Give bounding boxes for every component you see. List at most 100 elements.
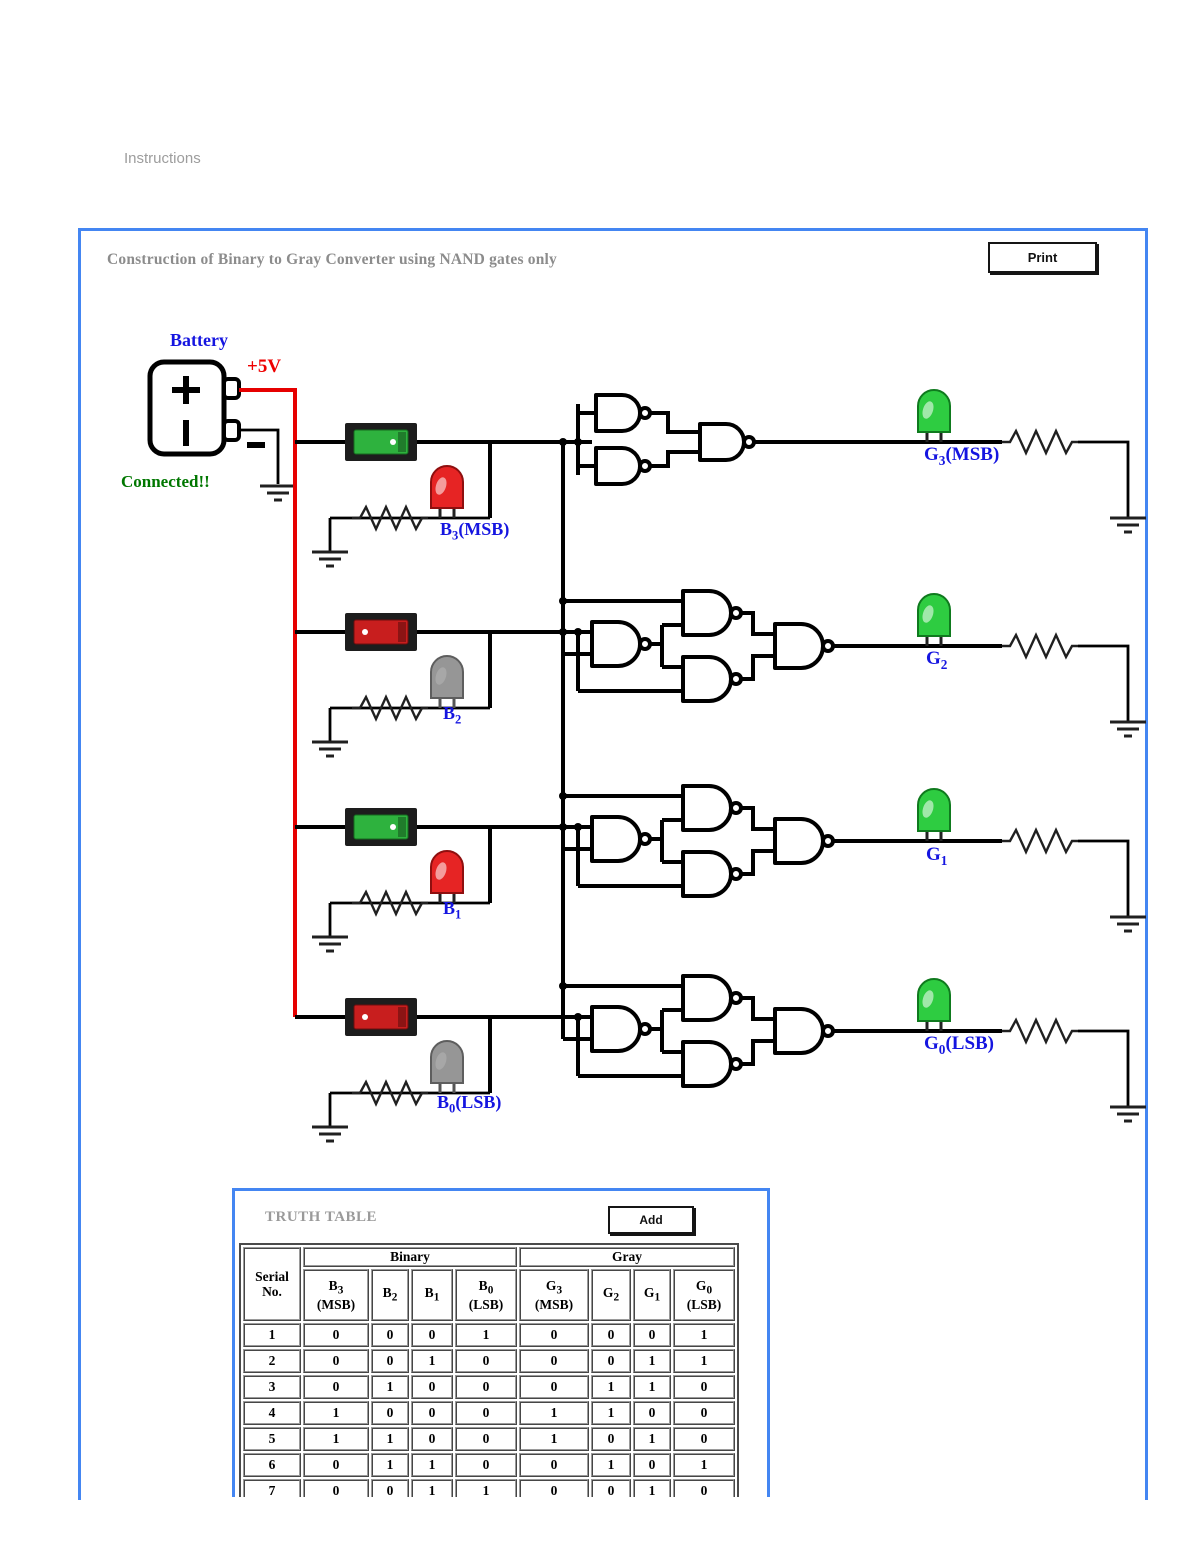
table-cell: 1	[633, 1375, 671, 1399]
power-bus-wire	[239, 388, 297, 1017]
nand-network-g3	[574, 393, 1002, 486]
nand-gate-icon	[594, 393, 652, 433]
nand-network-g2	[559, 438, 1002, 703]
nand-gate-icon	[681, 655, 743, 703]
table-cell: 0	[455, 1453, 517, 1477]
table-cell: 1	[411, 1479, 453, 1497]
label-b3: B3(MSB)	[440, 519, 510, 543]
col-header-g1: G1	[633, 1269, 671, 1321]
col-header-g3: G3(MSB)	[519, 1269, 589, 1321]
table-cell: 1	[591, 1375, 631, 1399]
table-cell: 1	[455, 1479, 517, 1497]
switch-b3[interactable]	[345, 423, 417, 461]
table-cell: 0	[303, 1453, 369, 1477]
nand-gate-icon	[773, 817, 835, 865]
table-cell: 0	[411, 1375, 453, 1399]
ground-icon	[1108, 720, 1148, 738]
table-cell: 1	[243, 1323, 301, 1347]
ground-icon	[310, 740, 350, 758]
table-cell: 4	[243, 1401, 301, 1425]
table-cell: 0	[411, 1323, 453, 1347]
add-button[interactable]: Add	[608, 1206, 694, 1234]
table-cell: 1	[519, 1427, 589, 1451]
led-b2	[430, 655, 464, 708]
nand-gate-icon	[773, 1007, 835, 1055]
table-cell: 1	[633, 1349, 671, 1373]
table-cell: 1	[519, 1401, 589, 1425]
label-g1: G1	[926, 844, 948, 868]
led-g1	[917, 788, 951, 841]
led-b1	[430, 850, 464, 903]
col-header-g2: G2	[591, 1269, 631, 1321]
nand-gate-icon	[681, 784, 743, 832]
table-cell: 1	[673, 1453, 735, 1477]
switch-b2[interactable]	[345, 613, 417, 651]
ground-icon	[1108, 516, 1148, 534]
table-cell: 0	[673, 1375, 735, 1399]
col-header-b2: B2	[371, 1269, 409, 1321]
table-cell: 1	[673, 1349, 735, 1373]
table-cell: 1	[303, 1401, 369, 1425]
table-cell: 0	[519, 1453, 589, 1477]
led-b0	[430, 1040, 464, 1093]
nand-gate-icon	[590, 620, 652, 668]
table-cell: 0	[303, 1349, 369, 1373]
nand-gate-icon	[698, 422, 756, 462]
table-cell: 1	[371, 1375, 409, 1399]
label-b1: B1	[443, 898, 462, 922]
table-cell: 0	[303, 1375, 369, 1399]
table-cell: 0	[673, 1401, 735, 1425]
table-cell: 0	[371, 1479, 409, 1497]
table-cell: 1	[411, 1453, 453, 1477]
print-button[interactable]: Print	[988, 242, 1097, 273]
col-group-binary: Binary	[303, 1247, 517, 1267]
resistor-icon	[1000, 429, 1080, 455]
resistor-icon	[1000, 1018, 1080, 1044]
table-cell: 0	[519, 1323, 589, 1347]
label-g2: G2	[926, 648, 948, 672]
table-cell: 0	[633, 1323, 671, 1347]
battery-status-label: Connected!!	[121, 472, 210, 491]
table-cell: 0	[519, 1349, 589, 1373]
table-cell: 0	[455, 1427, 517, 1451]
table-cell: 1	[371, 1453, 409, 1477]
nand-network-g0	[559, 823, 1002, 1088]
ground-icon	[310, 1125, 350, 1143]
resistor-icon	[1000, 633, 1080, 659]
switch-b0[interactable]	[345, 998, 417, 1036]
table-cell: 1	[673, 1323, 735, 1347]
table-cell: 0	[591, 1349, 631, 1373]
ground-icon	[1108, 915, 1148, 933]
nand-gate-icon	[681, 589, 743, 637]
table-cell: 0	[371, 1323, 409, 1347]
ground-icon	[310, 550, 350, 568]
table-cell: 0	[591, 1323, 631, 1347]
label-g3: G3(MSB)	[924, 444, 1000, 468]
switch-b1[interactable]	[345, 808, 417, 846]
nand-gate-icon	[590, 815, 652, 863]
led-b3	[430, 465, 464, 518]
table-cell: 6	[243, 1453, 301, 1477]
led-g2	[917, 593, 951, 646]
led-g3	[917, 389, 951, 442]
instructions-link[interactable]: Instructions	[124, 150, 201, 167]
col-header-g0: G0(LSB)	[673, 1269, 735, 1321]
table-cell: 0	[673, 1427, 735, 1451]
table-cell: 0	[411, 1427, 453, 1451]
nand-gate-icon	[681, 974, 743, 1022]
truth-table-title: TRUTH TABLE	[265, 1209, 378, 1225]
table-cell: 1	[411, 1349, 453, 1373]
col-header-b3: B3(MSB)	[303, 1269, 369, 1321]
switch-feed-wires	[295, 440, 345, 1019]
nand-gate-icon	[773, 622, 835, 670]
table-cell: 1	[455, 1323, 517, 1347]
led-g0	[917, 978, 951, 1031]
page-title: Construction of Binary to Gray Converter…	[107, 251, 557, 268]
